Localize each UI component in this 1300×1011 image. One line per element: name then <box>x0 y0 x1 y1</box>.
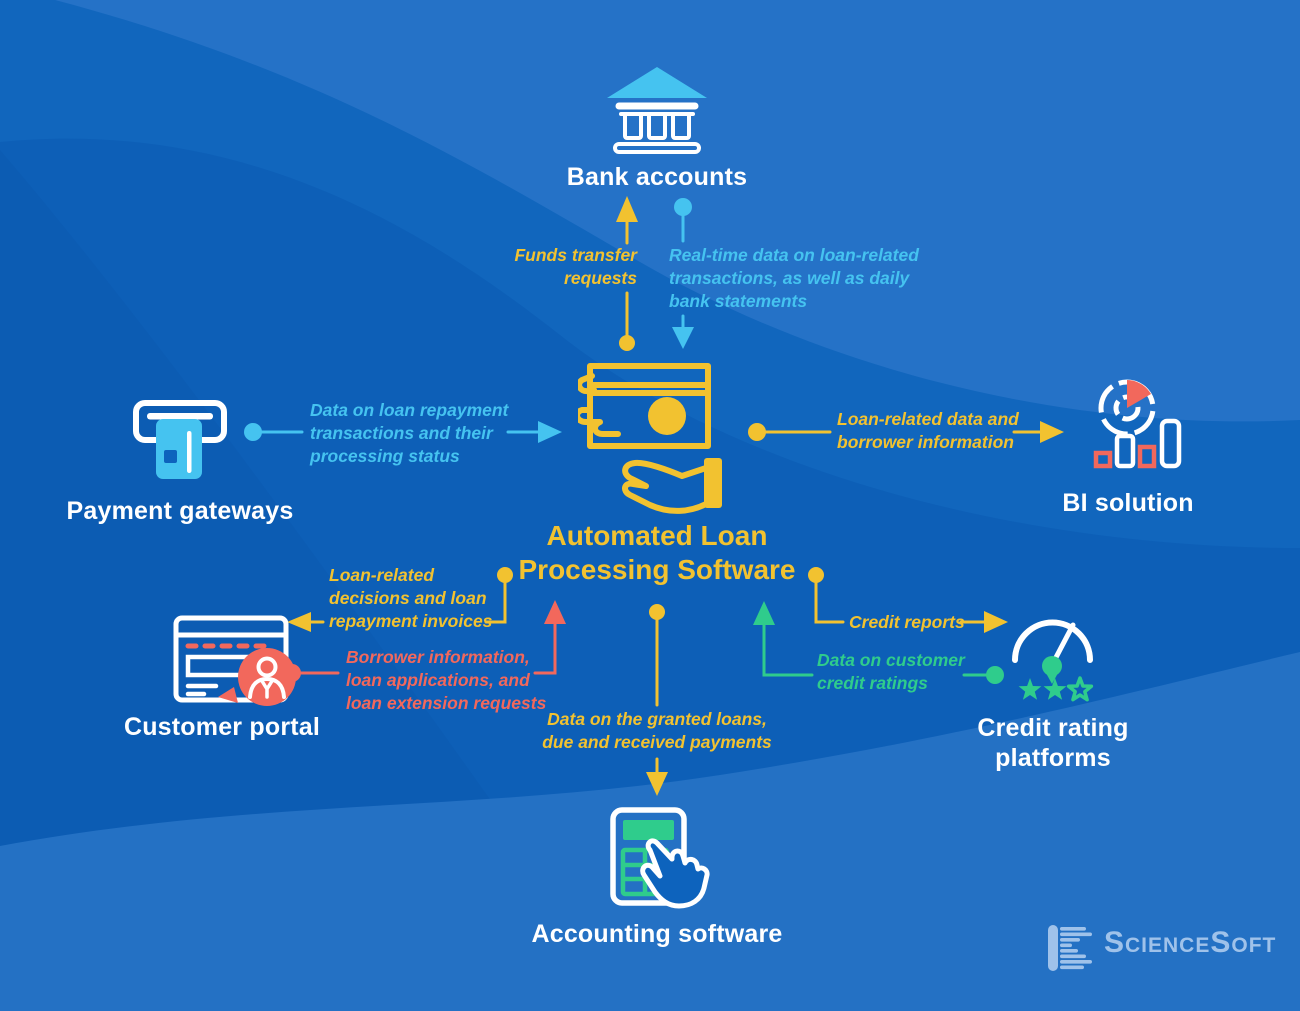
bank-icon <box>607 67 707 154</box>
node-label-bi-solution: BI solution <box>1062 489 1194 517</box>
gauge-icon <box>1012 619 1094 702</box>
node-label-credit-rating-platforms: Credit rating platforms <box>977 714 1129 772</box>
node-label-customer-portal: Customer portal <box>123 713 321 741</box>
node-label-payment-gateways: Payment gateways <box>66 497 294 525</box>
calculator-icon <box>610 807 710 909</box>
connector-credit-reports <box>808 567 1008 633</box>
connector-loan-decisions <box>287 567 513 632</box>
flow-label-loan-decisions: Loan-related decisions and loan repaymen… <box>329 565 493 632</box>
diagram-title: Automated Loan Processing Software <box>518 520 796 585</box>
flow-label-loan-related-data: Loan-related data and borrower informati… <box>837 409 1019 453</box>
connector-realtime-bank-data <box>672 198 694 349</box>
flow-label-credit-reports: Credit reports <box>849 612 965 632</box>
connector-customer-credit-ratings <box>753 601 1004 684</box>
bi-chart-icon <box>1093 379 1182 469</box>
flow-label-customer-credit-ratings: Data on customer credit ratings <box>817 650 965 694</box>
customer-portal-icon <box>173 615 296 706</box>
payment-gateway-icon <box>133 400 227 479</box>
flow-label-repayment-transactions: Data on loan repayment transactions and … <box>310 400 509 467</box>
flow-label-realtime-bank-data: Real-time data on loan-related transacti… <box>669 245 919 312</box>
flow-label-granted-loans: Data on the granted loans, due and recei… <box>542 709 772 753</box>
flow-label-funds-transfer: Funds transfer requests <box>514 245 637 289</box>
flow-label-borrower-information: Borrower information, loan applications,… <box>346 647 547 714</box>
connector-repayment-transactions <box>244 421 562 443</box>
rating-stars <box>1018 676 1094 702</box>
sciencesoft-logo-text: ScienceSoft <box>1104 926 1277 959</box>
node-label-bank-accounts: Bank accounts <box>566 163 748 191</box>
connector-loan-related-data <box>748 421 1064 443</box>
connector-funds-transfer <box>616 196 638 351</box>
node-label-accounting-software: Accounting software <box>531 920 783 948</box>
loan-software-icon <box>578 363 722 514</box>
connector-granted-loans <box>646 604 668 796</box>
sciencesoft-logo-icon <box>1048 925 1092 971</box>
